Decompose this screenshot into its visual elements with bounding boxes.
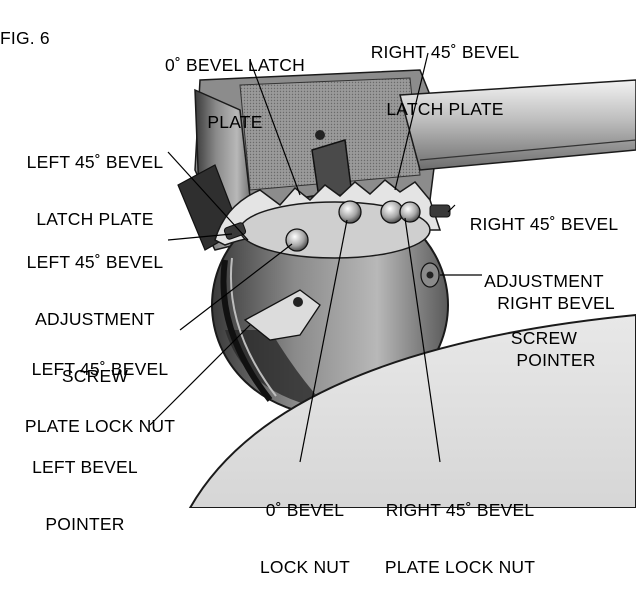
label-left-45-bevel-latch-plate: LEFT 45˚ BEVEL LATCH PLATE [26,152,164,229]
right-45-lock-nut-b [399,201,421,223]
support-arm-edge [419,139,636,161]
support-arm [399,79,636,171]
pivot-body-shadow [225,330,330,410]
label-left-bevel-pointer: LEFT BEVEL POINTER [32,457,138,534]
label-right-bevel-pointer: RIGHT BEVEL POINTER [497,293,615,370]
bevel-assembly-figure: FIG. 6 0˚ BEVEL LATCH PLATE RIGHT 45˚ BE… [0,28,636,577]
upper-housing-face [239,77,421,191]
bevel-scale-arc [220,259,273,402]
label-0-bevel-latch-plate: 0˚ BEVEL LATCH PLATE [165,55,305,132]
label-left-45-bevel-plate-lock-nut: LEFT 45˚ BEVEL PLATE LOCK NUT [24,359,176,436]
label-right-45-bevel-adjustment-screw: RIGHT 45˚ BEVEL ADJUSTMENT SCREW [469,214,619,348]
zero-bevel-lock-nut-shape [338,200,362,224]
label-right-45-bevel-plate-lock-nut: RIGHT 45˚ BEVEL PLATE LOCK NUT [384,500,536,577]
label-0-bevel-lock-nut: 0˚ BEVEL LOCK NUT [259,500,351,577]
right-adjustment-screw-shape [429,204,451,218]
lock-nuts [285,200,421,252]
label-left-45-bevel-adjustment-screw: LEFT 45˚ BEVEL ADJUSTMENT SCREW [26,252,164,386]
leader-lines [149,52,482,463]
housing-bolt-1 [315,130,325,140]
left-45-plate-lock-nut-shape [285,228,309,252]
table-surface [188,313,636,508]
bevel-assembly-illustration [149,52,636,508]
label-right-45-bevel-latch-plate: RIGHT 45˚ BEVEL LATCH PLATE [370,42,520,119]
figure-caption: FIG. 6 [0,28,50,48]
